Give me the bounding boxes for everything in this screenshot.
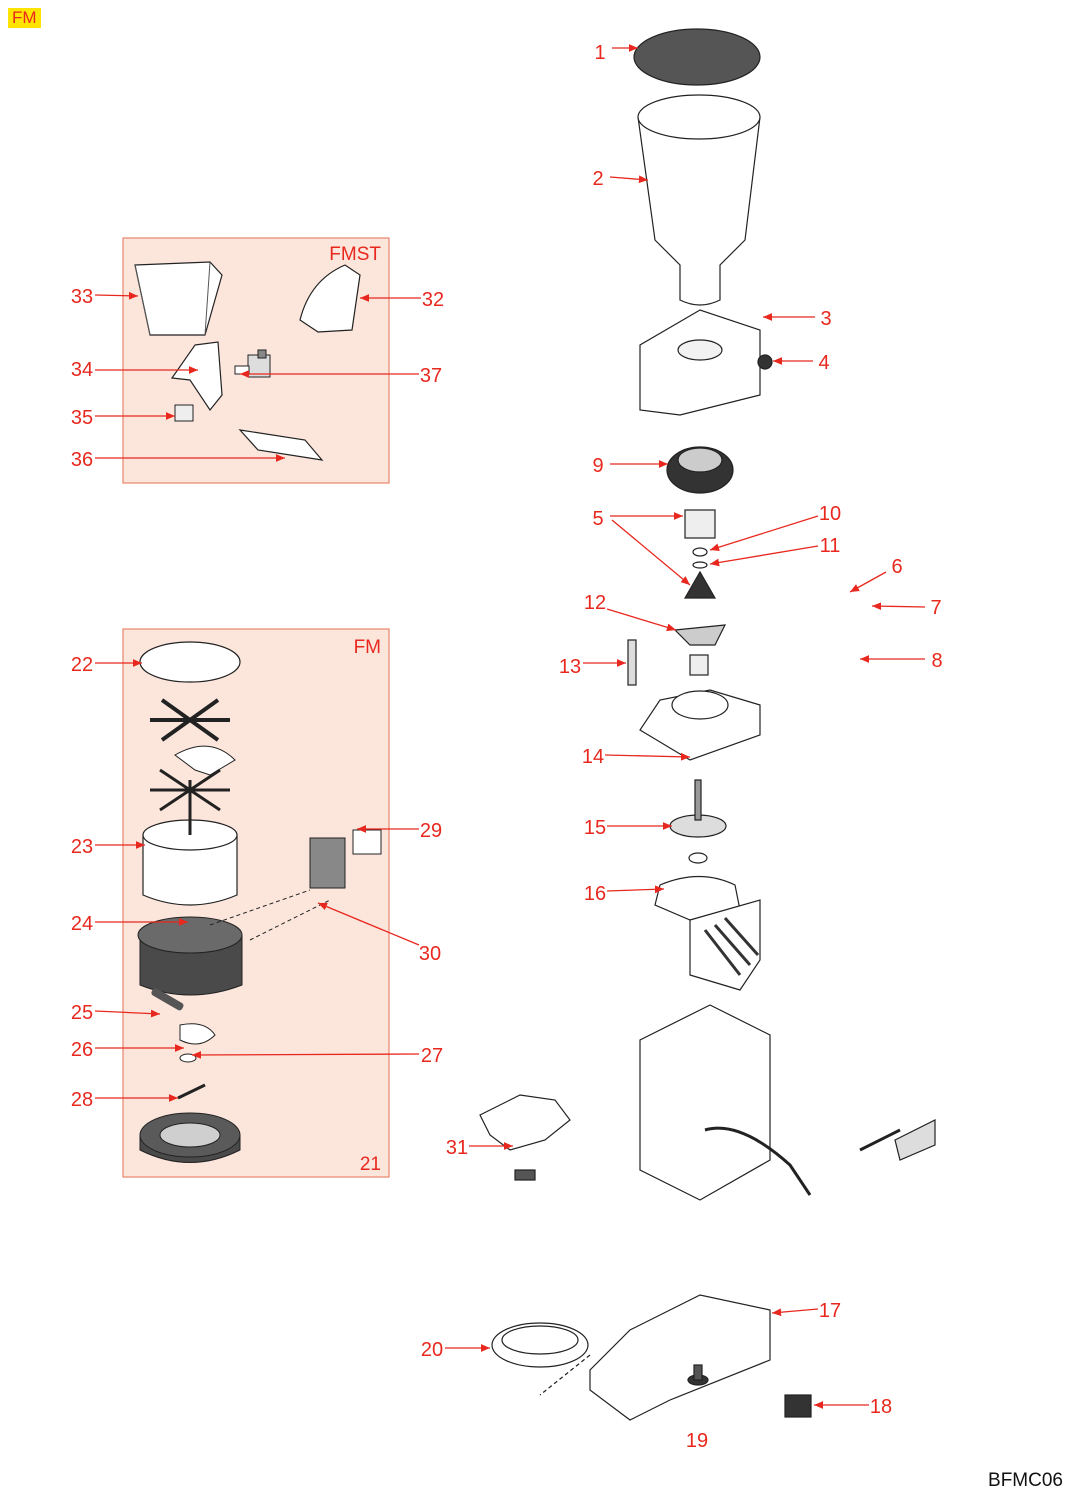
callout-35: 35 xyxy=(71,407,93,429)
fmst-box: FMST xyxy=(122,237,390,484)
leader-line-11 xyxy=(709,545,819,567)
leader-line-7 xyxy=(871,602,926,611)
part-35-block xyxy=(174,404,194,422)
part-25-rod xyxy=(151,988,184,1011)
part-34-bracket xyxy=(170,341,223,412)
leader-line-6 xyxy=(849,571,887,593)
callout-11: 11 xyxy=(820,535,841,557)
callout-33: 33 xyxy=(71,286,93,308)
callout-18: 18 xyxy=(870,1396,892,1418)
fm-box: FM 21 xyxy=(122,628,390,1178)
callout-1: 1 xyxy=(594,42,605,64)
callout-12: 12 xyxy=(584,592,606,614)
fm-base-label: 21 xyxy=(360,1154,381,1175)
leader-line-2 xyxy=(609,175,649,184)
callout-27: 27 xyxy=(421,1045,443,1067)
part-22-disc xyxy=(139,641,241,683)
callout-37: 37 xyxy=(420,365,442,387)
part-13-stud xyxy=(627,639,637,686)
callout-14: 14 xyxy=(582,746,604,768)
part-17-base xyxy=(589,1294,771,1421)
callout-16: 16 xyxy=(584,883,606,905)
callout-8: 8 xyxy=(931,650,942,672)
part-3-block xyxy=(639,309,761,416)
callout-23: 23 xyxy=(71,836,93,858)
callout-25: 25 xyxy=(71,1002,93,1024)
callout-7: 7 xyxy=(930,597,941,619)
power-plug xyxy=(894,1119,936,1161)
callout-19: 19 xyxy=(686,1430,708,1452)
part-36-board xyxy=(238,429,324,461)
leader-line-5 xyxy=(611,519,691,586)
callout-17: 17 xyxy=(819,1300,841,1322)
callout-26: 26 xyxy=(71,1039,93,1061)
grinder-body xyxy=(639,1004,771,1201)
part-5-burr xyxy=(684,509,716,539)
part-28-spring xyxy=(177,1083,206,1100)
callout-31: 31 xyxy=(446,1137,468,1159)
part-23-doser xyxy=(142,768,238,906)
part-14-plate xyxy=(639,689,761,761)
part-4-knob xyxy=(757,354,773,370)
callout-36: 36 xyxy=(71,449,93,471)
callout-28: 28 xyxy=(71,1089,93,1111)
leader-line-33 xyxy=(94,291,139,300)
callout-10: 10 xyxy=(819,503,841,525)
callout-3: 3 xyxy=(820,308,831,330)
callout-13: 13 xyxy=(559,656,581,678)
part-10-nut xyxy=(692,547,708,557)
leader-line-27 xyxy=(191,1051,420,1059)
leader-line-10 xyxy=(709,515,819,551)
leader-line-30 xyxy=(317,902,420,946)
callout-9: 9 xyxy=(592,455,603,477)
part-31-holder xyxy=(479,1094,571,1151)
leader-line-17 xyxy=(771,1308,819,1317)
part-16-motor xyxy=(689,899,761,991)
callouts: 1234567891011121314151617181920222324252… xyxy=(71,42,943,1452)
part-18-switch xyxy=(784,1394,812,1418)
header-tag: FM xyxy=(8,8,41,28)
leader-line-14 xyxy=(604,752,691,761)
part-12-blade xyxy=(673,624,727,646)
leader-line-25 xyxy=(94,1009,161,1018)
diagram-code: BFMC06 xyxy=(988,1470,1063,1491)
callout-30: 30 xyxy=(419,943,441,965)
callout-20: 20 xyxy=(421,1339,443,1361)
part-30-plate xyxy=(309,837,346,889)
part-29-frame xyxy=(352,829,382,855)
fmst-box-label: FMST xyxy=(329,244,381,265)
star-blade xyxy=(150,698,230,742)
part-26-lever xyxy=(179,1023,216,1045)
callout-15: 15 xyxy=(584,817,606,839)
part-37-switch xyxy=(234,349,271,378)
part-11-washer xyxy=(692,561,708,569)
part-1-lid xyxy=(633,28,761,86)
callout-22: 22 xyxy=(71,654,93,676)
fm-box-label: FM xyxy=(354,637,381,658)
part-24-housing xyxy=(137,916,243,996)
callout-5: 5 xyxy=(592,508,603,530)
callout-2: 2 xyxy=(592,168,603,190)
callout-34: 34 xyxy=(71,359,93,381)
leader-line-16 xyxy=(606,885,665,894)
callout-32: 32 xyxy=(422,289,444,311)
callout-6: 6 xyxy=(891,556,902,578)
callout-24: 24 xyxy=(71,913,93,935)
callout-29: 29 xyxy=(420,820,442,842)
leader-line-12 xyxy=(606,608,677,632)
part-32-cover xyxy=(299,264,361,333)
part-21-base xyxy=(139,1112,241,1163)
callout-4: 4 xyxy=(818,352,829,374)
main-assembly xyxy=(479,28,936,1421)
part-2-hopper xyxy=(637,116,761,306)
